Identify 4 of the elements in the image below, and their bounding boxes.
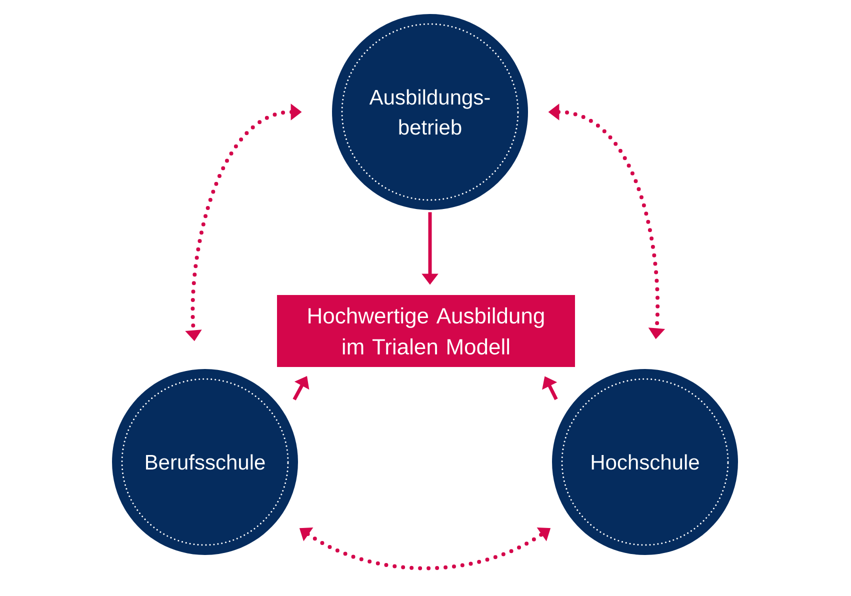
circle-node: Berufsschule <box>112 368 298 555</box>
circle-node: Hochschule <box>552 368 738 555</box>
result-box: Hochwertige Ausbildung im Trialen Modell <box>277 294 575 367</box>
circle-node: Ausbildungs- betrieb <box>332 14 528 210</box>
